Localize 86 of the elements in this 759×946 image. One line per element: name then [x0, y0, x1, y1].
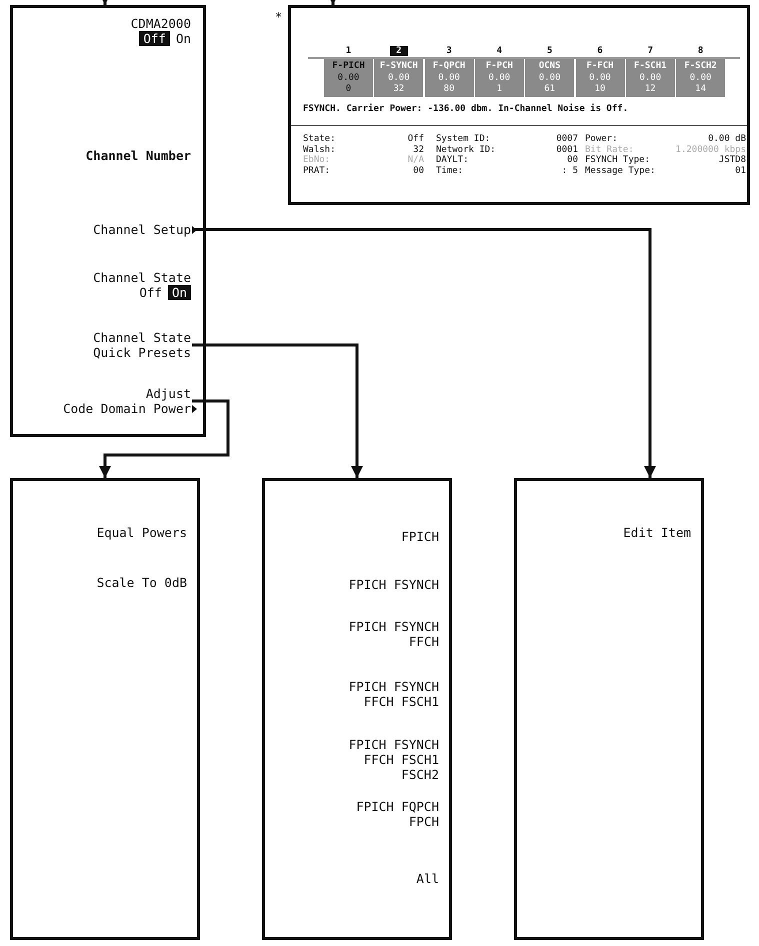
menu-label: Off [139, 31, 170, 46]
parameter-value: 0.00 dB [708, 134, 746, 144]
parameter-value: JSTD8 [718, 155, 746, 165]
channel-name: F-SCH1 [633, 61, 668, 71]
connector-arrow [192, 344, 363, 478]
parameter-label: DAYLT: [436, 155, 469, 165]
channel-value: 32 [392, 84, 406, 94]
parameter-label: Bit Rate: [585, 144, 634, 154]
channel-value: 0.00 [336, 72, 360, 82]
parameter-label: Power: [585, 134, 618, 144]
channel-value: 0.00 [538, 72, 562, 82]
channel-value: 1 [496, 84, 504, 94]
channel-number: 7 [646, 46, 654, 56]
menu-label: CDMA2000 [130, 16, 191, 31]
menu-label: Channel Setup [93, 222, 191, 237]
channel-value: 61 [543, 84, 556, 94]
channel-value: 14 [694, 84, 708, 94]
connector-arrow [192, 228, 656, 478]
channel-number: 4 [496, 46, 504, 56]
parameter-label: System ID: [436, 134, 490, 144]
connector-arrow [99, 400, 230, 478]
menu-option: FPICH FSYNCH [344, 577, 439, 592]
parameter-label: Walsh: [303, 144, 336, 154]
softkey-menu-panel [262, 478, 452, 940]
channel-value: 0.00 [437, 72, 461, 82]
softkey-menu-panel [514, 478, 704, 940]
parameter-value: 00 [567, 155, 578, 165]
menu-label: Channel State [93, 270, 191, 285]
channel-value: 0.00 [638, 72, 662, 82]
menu-label: On [168, 285, 191, 300]
menu-option: FPICH FSYNCH FFCH FSCH1 FSCH2 [344, 737, 439, 782]
parameter-value: : 5 [562, 166, 578, 176]
channel-number: 8 [696, 46, 704, 56]
channel-value: 0.00 [386, 72, 411, 82]
channel-value: 0.00 [588, 72, 612, 82]
parameter-label: Network ID: [436, 144, 496, 154]
parameter-label: FSYNCH Type: [585, 155, 650, 165]
menu-label: Code Domain Power [63, 401, 191, 416]
menu-label: Channel State Quick Presets [92, 330, 191, 360]
menu-option: FPICH FSYNCH FFCH FSCH1 [344, 679, 439, 709]
channel-number: 2 [390, 46, 408, 56]
parameter-value: 32 [413, 144, 424, 154]
parameter-value: Off [408, 134, 424, 144]
parameter-value: 1.200000 kbps [676, 144, 746, 154]
channel-name: F-QPCH [432, 61, 466, 71]
menu-label: Channel Number [86, 148, 191, 163]
menu-option: Scale To 0dB [96, 575, 187, 590]
channel-name: F-PCH [484, 61, 514, 71]
parameter-label: Time: [436, 166, 464, 176]
parameter-label: PRAT: [303, 166, 330, 176]
channel-value: 12 [644, 84, 657, 94]
channel-value: 0.00 [488, 72, 512, 82]
status-message: FSYNCH. Carrier Power: -136.00 dbm. In-Channel Noise is Off. [303, 104, 628, 114]
menu-option: FPICH FQPCH FPCH [344, 799, 439, 829]
menu-option: FPICH [344, 529, 439, 544]
parameter-value: N/A [408, 155, 424, 165]
parameter-label: Message Type: [585, 166, 656, 176]
channel-number: 3 [445, 46, 453, 56]
footnote-mark: * [275, 10, 282, 24]
menu-label: Off [139, 285, 162, 300]
channel-value: 10 [594, 84, 606, 94]
menu-label: On [176, 31, 191, 46]
menu-option: Edit Item [623, 525, 691, 540]
softkey-menu-panel [10, 5, 206, 437]
channel-number: 6 [596, 46, 604, 56]
channel-number: 5 [546, 46, 554, 56]
parameter-value: 01 [735, 166, 746, 176]
channel-value: 0 [344, 84, 352, 94]
channel-number: 1 [344, 46, 352, 56]
softkey-menu-panel [10, 478, 200, 940]
channel-name: F-SCH2 [683, 61, 718, 71]
parameter-value: 0007 [556, 134, 578, 144]
menu-option: All [344, 871, 439, 886]
menu-label: Adjust [144, 386, 191, 401]
channel-name: OCNS [538, 61, 562, 71]
parameter-value: 0001 [556, 144, 578, 154]
parameter-value: 00 [413, 166, 424, 176]
channel-name: F-FCH [585, 61, 615, 71]
parameter-label: EbNo: [303, 155, 330, 165]
menu-option: FPICH FSYNCH FFCH [344, 619, 439, 649]
channel-name: F-SYNCH [378, 61, 419, 71]
channel-value: 80 [442, 84, 456, 94]
channel-value: 0.00 [688, 72, 712, 82]
channel-name: F-PICH [331, 61, 366, 71]
menu-option: Equal Powers [96, 525, 187, 540]
parameter-label: State: [303, 134, 336, 144]
